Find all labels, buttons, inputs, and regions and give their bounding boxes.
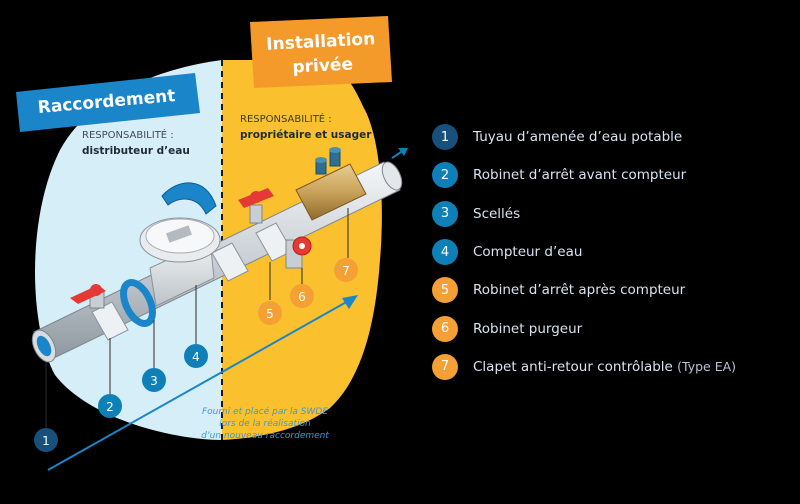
marker-4-label: 4 (192, 350, 200, 364)
fitting-2 (211, 242, 249, 282)
check-valve (295, 147, 367, 221)
legend-text: Robinet purgeur (473, 321, 582, 337)
legend-item: 6 Robinet purgeur (432, 309, 792, 347)
leader-lines (45, 208, 349, 428)
legend-number: 2 (432, 162, 458, 189)
fitting-1 (91, 301, 129, 341)
legend-item: 4 Compteur d’eau (432, 233, 792, 271)
raccordement-banner: Raccordement (16, 73, 200, 132)
legend-number: 5 (432, 277, 458, 304)
legend-text: Tuyau d’amenée d’eau potable (473, 129, 682, 145)
meter-lid (161, 182, 217, 215)
legend-item: 1 Tuyau d’amenée d’eau potable (432, 118, 792, 156)
legend-sublabel: (Type EA) (677, 358, 737, 374)
legend-label: Clapet anti-retour contrôlable (473, 358, 678, 375)
marker-3: 3 (142, 368, 166, 392)
marker-1-label: 1 (42, 434, 50, 448)
resp-right-value: propriétaire et usager (240, 129, 372, 141)
swde-note-line1: Fourni et placé par la SWDE (202, 406, 328, 417)
legend-text: Robinet d’arrêt avant compteur (473, 167, 686, 183)
marker-3-label: 3 (150, 374, 158, 388)
installation-label-line2: privée (292, 54, 353, 77)
swde-arrow (47, 295, 358, 471)
resp-left-value: distributeur d’eau (82, 145, 190, 157)
valve-before-meter (70, 284, 106, 309)
valve-after-meter (238, 188, 274, 224)
legend-label: Scellés (473, 205, 521, 222)
marker-7-label: 7 (342, 264, 350, 278)
installation-banner: Installation privée (250, 16, 392, 88)
resp-right-title: RESPONSABILITÉ : (240, 112, 332, 125)
legend-number: 7 (432, 353, 458, 380)
legend-label: Robinet purgeur (473, 320, 583, 337)
legend-number: 6 (432, 315, 458, 342)
legend-label: Robinet d’arrêt avant compteur (473, 167, 687, 184)
legend-text: Scellés (473, 206, 520, 222)
swde-note-line3: d’un nouveau raccordement (201, 431, 329, 441)
marker-1: 1 (34, 428, 58, 452)
marker-4: 4 (184, 344, 208, 368)
legend: 1 Tuyau d’amenée d’eau potable 2 Robinet… (432, 118, 792, 386)
water-meter (139, 182, 221, 307)
legend-number: 4 (432, 239, 458, 266)
marker-2: 2 (98, 394, 122, 418)
marker-5-label: 5 (266, 307, 274, 321)
legend-label: Compteur d’eau (473, 244, 583, 261)
marker-2-label: 2 (106, 400, 114, 414)
legend-item: 2 Robinet d’arrêt avant compteur (432, 156, 792, 194)
seal-ring (120, 279, 156, 327)
outlet-arrow (391, 148, 408, 159)
marker-6: 6 (290, 284, 314, 308)
legend-label: Tuyau d’amenée d’eau potable (473, 129, 683, 146)
resp-left-title: RESPONSABILITÉ : (82, 128, 174, 141)
pipe-outlet (381, 161, 403, 191)
marker-7: 7 (334, 258, 358, 282)
drain-valve (285, 236, 312, 269)
pipe-assembly (31, 147, 403, 363)
marker-5: 5 (258, 301, 282, 325)
legend-text: Robinet d’arrêt après compteur (473, 282, 685, 298)
marker-6-label: 6 (298, 290, 306, 304)
legend-label: Robinet d’arrêt après compteur (473, 282, 686, 299)
legend-item: 3 Scellés (432, 195, 792, 233)
legend-text: Compteur d’eau (473, 244, 582, 260)
legend-text: Clapet anti-retour contrôlable (Type EA) (473, 359, 736, 375)
legend-number: 1 (432, 124, 458, 151)
legend-item: 5 Robinet d’arrêt après compteur (432, 271, 792, 309)
legend-item: 7 Clapet anti-retour contrôlable (Type E… (432, 348, 792, 386)
legend-number: 3 (432, 200, 458, 227)
swde-note-line2: lors de la réalisation (219, 418, 311, 429)
